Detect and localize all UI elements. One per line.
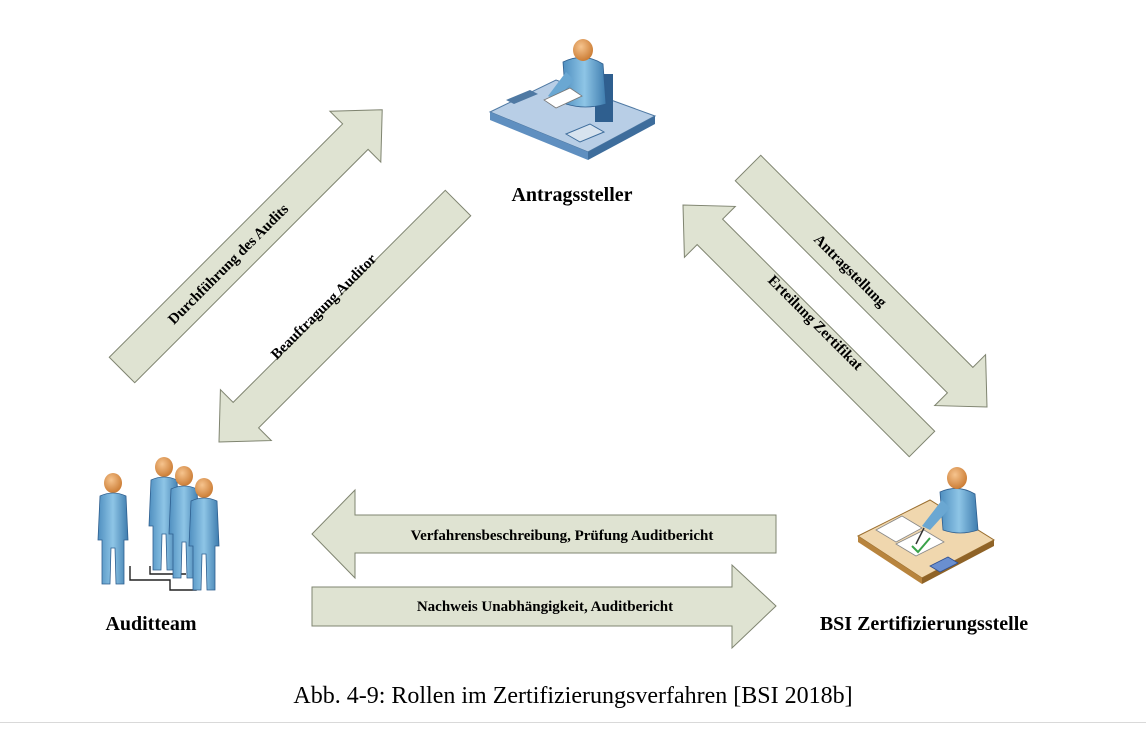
divider — [0, 722, 1146, 723]
audit-team-icon — [97, 457, 220, 591]
bsi-desk-icon — [856, 467, 996, 584]
arrow-auditor-assignment — [218, 189, 472, 443]
figure-caption: Abb. 4-9: Rollen im Zertifizierungsverfa… — [293, 683, 853, 709]
arrow-application-label: Antragstellung — [810, 232, 889, 311]
arrow-procedure-description: Verfahrensbeschreibung, Prüfung Auditber… — [311, 488, 777, 580]
role-label-audit-team: Auditteam — [105, 613, 196, 635]
arrow-audit-execution: Durchführung des Audits — [108, 109, 383, 384]
arrow-independence-proof-label: Nachweis Unabhängigkeit, Auditbericht — [417, 599, 673, 615]
role-label-applicant: Antragssteller — [511, 184, 632, 206]
role-label-bsi: BSI Zertifizierungsstelle — [820, 613, 1028, 635]
arrow-independence-proof: Nachweis Unabhängigkeit, Auditbericht — [311, 563, 777, 650]
arrow-audit-execution-label: Durchführung des Audits — [165, 201, 292, 328]
arrow-procedure-description-label: Verfahrensbeschreibung, Prüfung Auditber… — [411, 528, 714, 544]
applicant-desk-icon — [488, 39, 657, 160]
arrow-certificate-issuance — [682, 204, 936, 458]
